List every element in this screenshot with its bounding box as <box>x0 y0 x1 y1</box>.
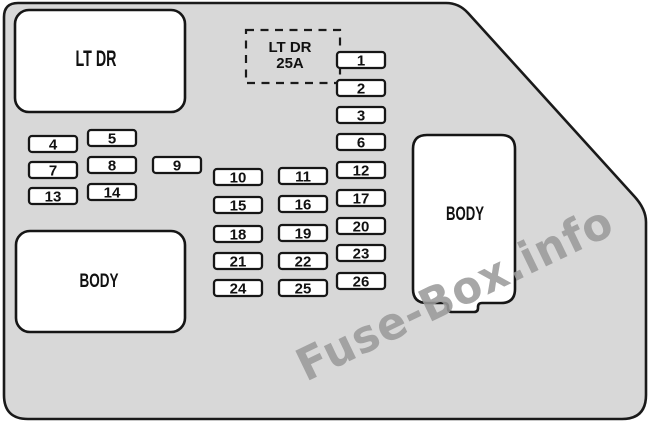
fuse-18-outline <box>212 224 264 244</box>
fuse-5-outline <box>86 128 138 148</box>
fuse-2-number: 2 <box>357 81 365 98</box>
fuse-21: 21 <box>212 251 264 271</box>
fuse-15: 15 <box>212 195 264 215</box>
fuse-21-outline <box>212 251 264 271</box>
fuse-20: 20 <box>335 216 387 236</box>
body-right-label: BODY <box>446 204 484 225</box>
fuse-24-outline <box>212 278 264 298</box>
fuse-15-number: 15 <box>230 198 247 215</box>
fuse-26-outline <box>335 271 387 291</box>
relay-body-right: BODY <box>411 133 517 314</box>
fuse-2: 2 <box>335 78 387 98</box>
fuse-18-number: 18 <box>230 227 247 244</box>
fuse-17-number: 17 <box>353 191 370 208</box>
fuse-22-outline <box>277 251 329 271</box>
fuse-1: 1 <box>335 50 387 70</box>
fuse-7-outline <box>27 160 79 180</box>
fuse-3-number: 3 <box>357 108 365 125</box>
fuse-24: 24 <box>212 278 264 298</box>
fuse-24-number: 24 <box>230 281 247 298</box>
fuse-14-outline <box>86 182 138 202</box>
fuse-26: 26 <box>335 271 387 291</box>
lt-dr-label: LT DR <box>76 46 117 71</box>
fuse-13: 13 <box>27 186 79 206</box>
fuse-7-number: 7 <box>49 163 57 180</box>
fuse-8-number: 8 <box>108 158 116 175</box>
fuse-22-number: 22 <box>295 254 312 271</box>
fuse-20-number: 20 <box>353 219 370 236</box>
fuse-13-number: 13 <box>45 189 62 206</box>
fuse-4-number: 4 <box>49 137 58 154</box>
body-left-box <box>14 229 187 334</box>
lt-dr-25a-amperage: 25A <box>276 55 304 72</box>
fuse-25: 25 <box>277 278 329 298</box>
fuse-11-outline <box>277 166 329 186</box>
fuse-5-number: 5 <box>108 131 116 148</box>
fuse-16-number: 16 <box>295 197 312 214</box>
fuse-4-outline <box>27 134 79 154</box>
fuse-10-outline <box>212 167 264 187</box>
fuse-6: 6 <box>335 132 387 152</box>
fuse-17-outline <box>335 188 387 208</box>
lt-dr-25a-name: LT DR <box>268 39 311 56</box>
fuse-2-outline <box>335 78 387 98</box>
relay-body-left: BODY <box>14 229 187 334</box>
fuse-10: 10 <box>212 167 264 187</box>
fuse-9-number: 9 <box>173 158 181 175</box>
fuse-6-number: 6 <box>357 135 365 152</box>
fuse-9: 9 <box>151 155 203 175</box>
fuse-20-outline <box>335 216 387 236</box>
fuse-6-outline <box>335 132 387 152</box>
lt-dr-box <box>13 8 187 114</box>
fuse-17: 17 <box>335 188 387 208</box>
fuse-12: 12 <box>335 160 387 180</box>
fuse-3: 3 <box>335 105 387 125</box>
fuse-8: 8 <box>86 155 138 175</box>
fuse-16-outline <box>277 194 329 214</box>
fuse-14-number: 14 <box>104 185 121 202</box>
fuse-18: 18 <box>212 224 264 244</box>
fuse-19-outline <box>277 223 329 243</box>
fuse-1-number: 1 <box>357 53 365 70</box>
fuse-11: 11 <box>277 166 329 186</box>
fuse-7: 7 <box>27 160 79 180</box>
fuse-13-outline <box>27 186 79 206</box>
fuse-12-outline <box>335 160 387 180</box>
fuse-4: 4 <box>27 134 79 154</box>
fuse-14: 14 <box>86 182 138 202</box>
fuse-11-number: 11 <box>295 169 311 186</box>
fuse-25-outline <box>277 278 329 298</box>
body-left-label: BODY <box>80 271 119 292</box>
fuse-15-outline <box>212 195 264 215</box>
fuse-22: 22 <box>277 251 329 271</box>
fuse-8-outline <box>86 155 138 175</box>
fuse-23: 23 <box>335 243 387 263</box>
fuse-1-outline <box>335 50 387 70</box>
fuse-12-number: 12 <box>353 163 370 180</box>
fuse-9-outline <box>151 155 203 175</box>
fuse-25-number: 25 <box>295 281 312 298</box>
relay-lt-dr: LT DR <box>13 8 187 114</box>
fuse-23-number: 23 <box>353 246 370 263</box>
fuse-3-outline <box>335 105 387 125</box>
fuse-23-outline <box>335 243 387 263</box>
fuse-26-number: 26 <box>353 274 370 291</box>
fuse-10-number: 10 <box>230 170 247 187</box>
fuse-5: 5 <box>86 128 138 148</box>
fuse-19-number: 19 <box>295 226 312 243</box>
fuse-21-number: 21 <box>230 254 247 271</box>
fuse-19: 19 <box>277 223 329 243</box>
fuse-16: 16 <box>277 194 329 214</box>
body-right-box <box>411 133 517 314</box>
